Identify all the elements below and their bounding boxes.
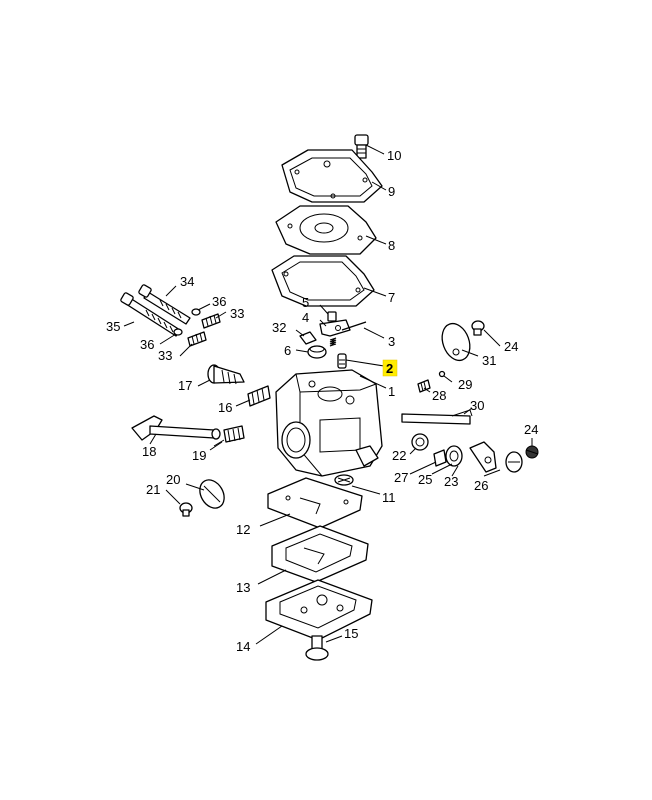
label-29[interactable]: 29 xyxy=(458,377,472,392)
part-31-choke-plate[interactable] xyxy=(437,320,474,365)
callout-labels: 10 9 8 7 5 4 3 2 1 32 6 34 35 36 33 36 3… xyxy=(106,148,538,654)
label-19[interactable]: 19 xyxy=(192,448,206,463)
part-23-washer[interactable] xyxy=(445,445,463,467)
label-34[interactable]: 34 xyxy=(180,274,194,289)
part-15-screw[interactable] xyxy=(305,635,329,661)
label-31[interactable]: 31 xyxy=(482,353,496,368)
part-35-adjusting-screw[interactable] xyxy=(120,292,181,337)
part-26-choke-lever[interactable] xyxy=(469,441,497,473)
label-33-lower[interactable]: 33 xyxy=(158,348,172,363)
part-34-adjusting-screw[interactable] xyxy=(138,284,191,325)
part-4-lever[interactable] xyxy=(319,319,351,337)
part-11-screen[interactable] xyxy=(334,474,354,486)
label-25[interactable]: 25 xyxy=(418,472,432,487)
label-35[interactable]: 35 xyxy=(106,319,120,334)
label-20[interactable]: 20 xyxy=(166,472,180,487)
label-3[interactable]: 3 xyxy=(388,334,395,349)
part-8-diaphragm[interactable] xyxy=(275,205,377,255)
leader-lines xyxy=(123,144,533,645)
label-5[interactable]: 5 xyxy=(302,295,309,310)
label-27[interactable]: 27 xyxy=(394,470,408,485)
label-2[interactable]: 2 xyxy=(386,361,393,376)
label-10[interactable]: 10 xyxy=(387,148,401,163)
label-21[interactable]: 21 xyxy=(146,482,160,497)
part-16-spring[interactable] xyxy=(247,385,271,407)
label-11[interactable]: 11 xyxy=(382,490,396,505)
label-12[interactable]: 12 xyxy=(236,522,250,537)
label-24-upper[interactable]: 24 xyxy=(504,339,518,354)
label-14[interactable]: 14 xyxy=(236,639,250,654)
part-36-ring-b[interactable] xyxy=(173,328,183,336)
label-4[interactable]: 4 xyxy=(302,310,309,325)
part-6-plug[interactable] xyxy=(307,345,327,359)
label-26[interactable]: 26 xyxy=(474,478,488,493)
label-36-upper[interactable]: 36 xyxy=(212,294,226,309)
label-33-upper[interactable]: 33 xyxy=(230,306,244,321)
label-17[interactable]: 17 xyxy=(178,378,192,393)
label-18[interactable]: 18 xyxy=(142,444,156,459)
label-15[interactable]: 15 xyxy=(344,626,358,641)
part-9-cover[interactable] xyxy=(281,149,383,203)
part-22-bushing[interactable] xyxy=(411,433,429,451)
part-13-pump-diaphragm[interactable] xyxy=(271,525,369,583)
part-21-screw[interactable] xyxy=(179,502,193,517)
label-23[interactable]: 23 xyxy=(444,474,458,489)
part-3-pin[interactable] xyxy=(341,321,367,331)
label-6[interactable]: 6 xyxy=(284,343,291,358)
part-24-screw-upper[interactable] xyxy=(471,320,485,336)
label-9[interactable]: 9 xyxy=(388,184,395,199)
part-1-carburetor-body[interactable] xyxy=(275,369,383,477)
label-1[interactable]: 1 xyxy=(388,384,395,399)
label-28[interactable]: 28 xyxy=(432,388,446,403)
label-13[interactable]: 13 xyxy=(236,580,250,595)
label-16[interactable]: 16 xyxy=(218,400,232,415)
part-17-idle-screw[interactable] xyxy=(207,364,245,385)
label-7[interactable]: 7 xyxy=(388,290,395,305)
part-12-gasket[interactable] xyxy=(267,477,363,529)
part-24-screw-lower[interactable] xyxy=(525,445,539,459)
part-29-ball[interactable] xyxy=(438,370,446,378)
part-2-highlight xyxy=(382,359,398,377)
label-36-lower[interactable]: 36 xyxy=(140,337,154,352)
part-18-throttle-shaft[interactable] xyxy=(131,415,221,441)
part-36-ring-a[interactable] xyxy=(191,308,201,316)
label-8[interactable]: 8 xyxy=(388,238,395,253)
label-24-lower[interactable]: 24 xyxy=(524,422,538,437)
part-33-spring-b[interactable] xyxy=(187,331,207,347)
part-32-clip[interactable] xyxy=(299,331,317,345)
part-27-clip[interactable] xyxy=(433,449,447,467)
part-7-gasket[interactable] xyxy=(271,255,375,307)
part-33-spring-a[interactable] xyxy=(201,313,221,329)
part-10-screw[interactable] xyxy=(354,134,369,159)
part-19-torsion-spring[interactable] xyxy=(213,425,245,447)
part-2-inlet-needle[interactable] xyxy=(337,353,347,369)
part-30-choke-shaft[interactable] xyxy=(401,409,473,425)
spring-small[interactable] xyxy=(329,337,337,347)
part-20-throttle-plate[interactable] xyxy=(195,476,229,513)
label-30[interactable]: 30 xyxy=(470,398,484,413)
part-25-knob[interactable] xyxy=(505,451,523,473)
label-32[interactable]: 32 xyxy=(272,320,286,335)
part-14-pump-cover[interactable] xyxy=(265,579,373,641)
label-22[interactable]: 22 xyxy=(392,448,406,463)
